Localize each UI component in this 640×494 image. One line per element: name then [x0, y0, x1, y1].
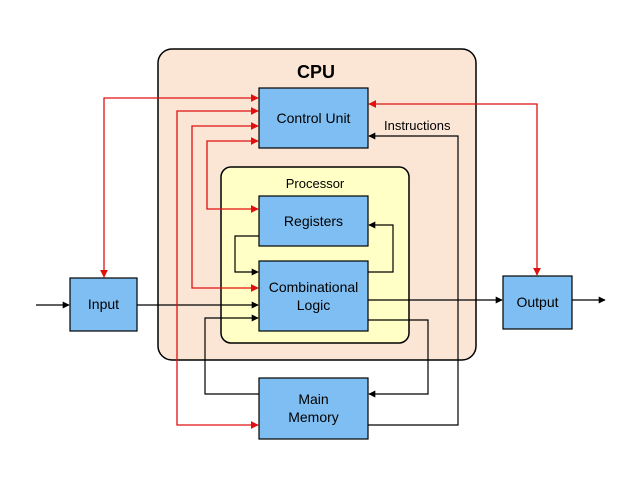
output-block: Output	[502, 275, 573, 330]
control-arrow-registers	[206, 137, 259, 213]
cpu-title: CPU	[297, 62, 335, 82]
main-memory-line2: Memory	[288, 409, 339, 425]
input-block: Input	[69, 277, 138, 332]
registers-label: Registers	[284, 213, 343, 229]
control-unit-block: Control Unit	[258, 87, 369, 149]
control-arrow-input	[100, 94, 259, 278]
main-memory-line1: Main	[298, 391, 328, 407]
processor-label: Processor	[286, 176, 345, 191]
output-label: Output	[516, 294, 558, 310]
combinational-logic-line1: Combinational	[269, 279, 359, 295]
instructions-label: Instructions	[384, 118, 451, 133]
control-arrow-output	[368, 100, 541, 276]
combinational-logic-block: Combinational Logic	[258, 260, 369, 332]
registers-block: Registers	[258, 195, 369, 247]
control-flow-arrows	[100, 94, 541, 429]
arrow-logic-to-memory	[368, 319, 429, 398]
main-memory-block: Main Memory	[258, 377, 369, 440]
combinational-logic-line2: Logic	[297, 297, 330, 313]
input-label: Input	[88, 296, 119, 312]
arrow-memory-to-logic	[204, 314, 259, 395]
control-unit-label: Control Unit	[277, 110, 351, 126]
control-arrow-memory	[176, 107, 259, 429]
control-arrow-logic	[191, 122, 259, 292]
